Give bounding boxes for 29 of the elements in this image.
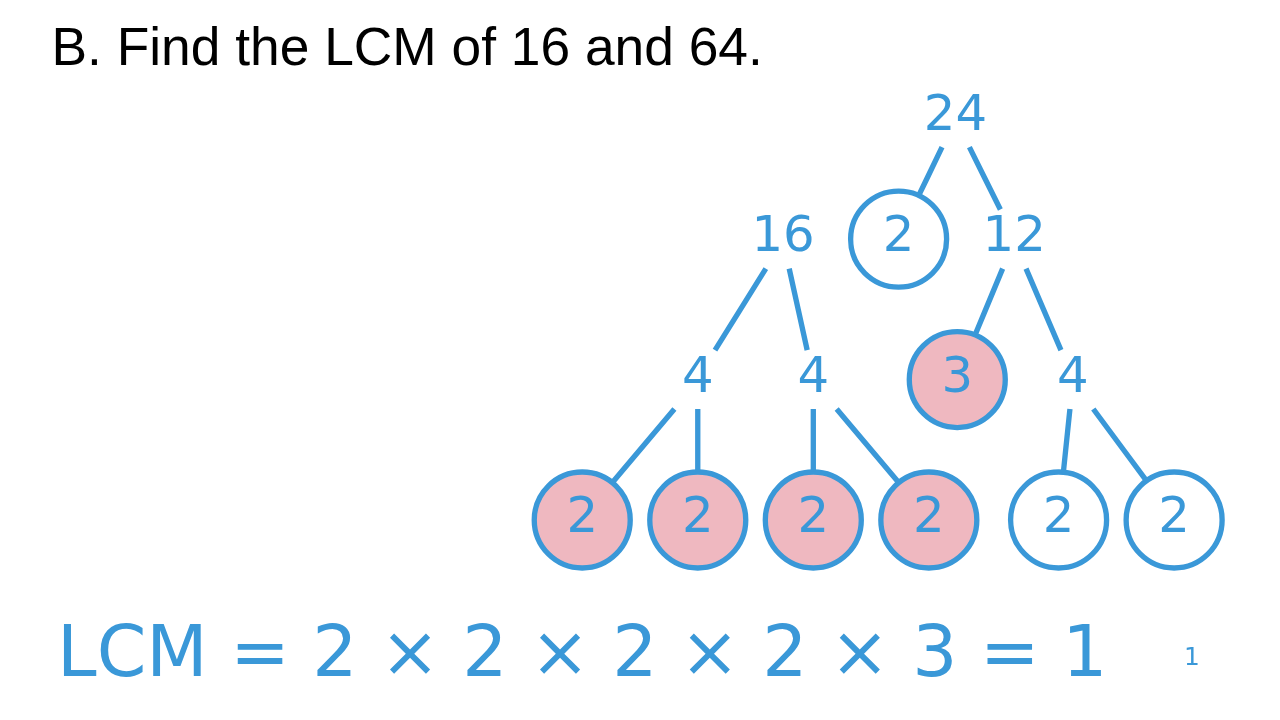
node-text: 12: [982, 205, 1046, 264]
node-text: 24: [923, 83, 988, 142]
node-circle: 2: [762, 469, 864, 571]
connector: [1091, 407, 1149, 483]
node-circle: 2: [847, 188, 950, 290]
connector: [916, 146, 945, 197]
connector: [810, 409, 816, 472]
connector: [610, 407, 677, 484]
node-text: 16: [751, 205, 815, 264]
connector: [834, 407, 901, 484]
connector: [972, 267, 1006, 336]
node-circle: 2: [878, 469, 980, 571]
connector: [695, 409, 701, 472]
node-circle: 3: [906, 328, 1008, 431]
node-circle: 2: [1007, 469, 1110, 571]
node-circle: 2: [647, 469, 749, 571]
node-circle: 2: [531, 469, 633, 571]
label: LCM = 2 × 2 × 2 × 2 × 3 = 1: [57, 610, 1108, 694]
label: 1: [1183, 642, 1200, 672]
connector: [786, 268, 810, 351]
node-circle: 2: [1123, 469, 1225, 571]
node-text: 4: [1056, 345, 1089, 404]
connector: [1023, 267, 1064, 352]
node-text: 4: [681, 345, 714, 404]
connector: [967, 146, 1003, 211]
connector: [712, 267, 769, 352]
diagram-title: B. Find the LCM of 16 and 64.: [51, 16, 763, 76]
node-text: 4: [797, 345, 830, 404]
connector: [1060, 408, 1073, 473]
